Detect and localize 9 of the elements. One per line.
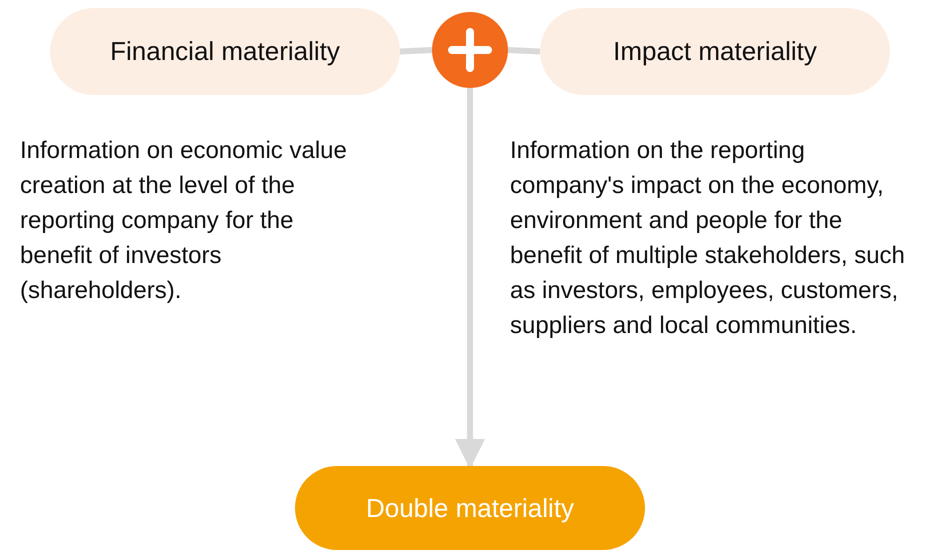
node-label: Double materiality: [366, 492, 574, 524]
plus-circle-icon: [432, 12, 508, 88]
node-label: Financial materiality: [110, 36, 340, 67]
connector-line: [400, 47, 432, 54]
connector-line: [508, 47, 540, 54]
arrow: [455, 88, 485, 469]
description-text: Information on economic value creation at the level of the reporting company for the benefit of investors (shareholders).: [20, 136, 348, 306]
description-text: Information on the reporting company's impact on the economy, environment and people for the benefit of multiple stakeholders, such as investors, employees, customers, suppliers and local communities.: [510, 136, 906, 341]
node-label: Impact materiality: [613, 36, 817, 67]
